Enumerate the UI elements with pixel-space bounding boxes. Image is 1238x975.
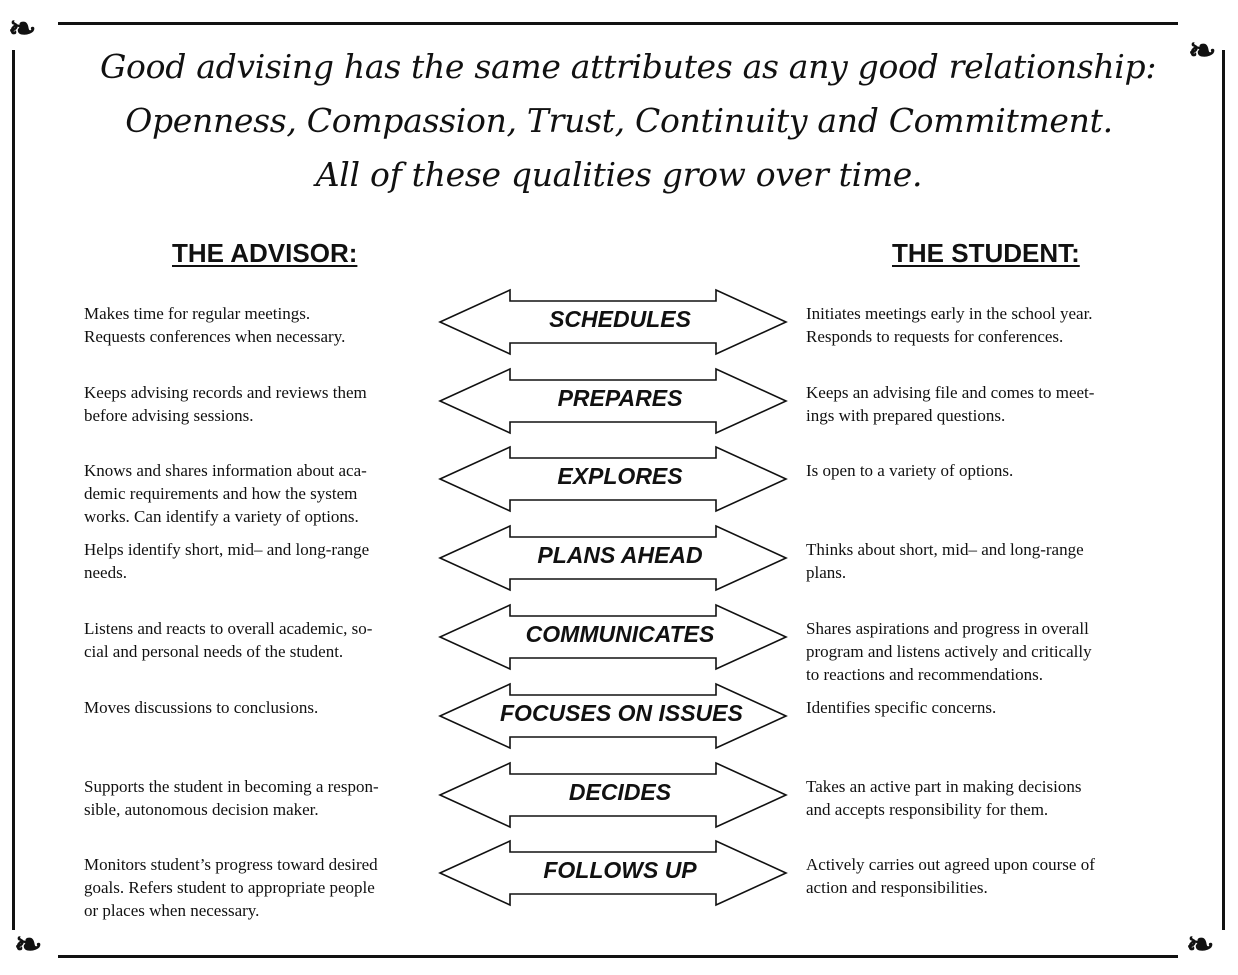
frame-right-border [1222,50,1225,930]
arrow-label: COMMUNICATES [525,621,715,647]
advisor-text: Monitors student’s progress toward desir… [84,855,378,920]
arrow-label: FOLLOWS UP [543,857,697,883]
double-headed-arrow-icon [438,524,788,592]
student-text: Keeps an advising file and comes to meet… [806,383,1095,425]
student-column-heading: THE STUDENT: [892,238,1080,268]
frame-bottom-border [58,955,1178,958]
advisor-text: Helps identify short, mid– and long-rang… [84,540,370,582]
row-decides: Supports the student in becoming a respo… [0,761,1238,841]
advisor-text: Keeps advising records and reviews them … [84,383,367,425]
advisor-text: Supports the student in becoming a respo… [84,777,379,819]
row-prepares: Keeps advising records and reviews them … [0,367,1238,447]
arrow-label: PLANS AHEAD [537,542,703,568]
corner-top-left-flourish-icon: ❧ [8,9,37,49]
headline-line-3: All of these qualities grow over time. [315,155,923,194]
arrow-label: PREPARES [557,385,683,411]
row-plans-ahead: Helps identify short, mid– and long-rang… [0,524,1238,604]
student-text: Initiates meetings early in the school y… [806,304,1093,346]
double-headed-arrow-icon [438,603,788,671]
row-schedules: Makes time for regular meetings. Request… [0,288,1238,368]
headline: Good advising has the same attributes as… [100,40,1157,202]
student-text: Thinks about short, mid– and long-range … [806,540,1084,582]
student-text: Takes an active part in making decisions… [806,777,1082,819]
student-text: Is open to a variety of options. [806,461,1014,480]
student-text: Identifies specific concerns. [806,698,997,717]
double-headed-arrow-icon [438,761,788,829]
double-headed-arrow-icon [438,288,788,356]
student-text: Shares aspirations and progress in overa… [806,619,1092,684]
headline-line-1: Good advising has the same attributes as… [100,47,1157,86]
corner-top-right-flourish-icon: ❧ [1188,31,1217,71]
row-follows-up: Monitors student’s progress toward desir… [0,839,1238,920]
corner-bottom-right-flourish-icon: ❧ [1186,925,1215,965]
headline-line-2: Openness, Compassion, Trust, Continuity … [125,101,1113,140]
double-headed-arrow-icon [438,682,788,750]
double-headed-arrow-icon [438,445,788,513]
row-focuses-on-issues: Moves discussions to conclusions. FOCUSE… [0,682,1238,762]
row-explores: Knows and shares information about aca- … [0,445,1238,526]
arrow-label: SCHEDULES [549,306,691,332]
corner-bottom-left-flourish-icon: ❧ [14,925,43,965]
advisor-text: Listens and reacts to overall academic, … [84,619,373,661]
frame-top-border [58,22,1178,25]
row-communicates: Listens and reacts to overall academic, … [0,603,1238,684]
advisor-text: Moves discussions to conclusions. [84,698,319,717]
advisor-column-heading: THE ADVISOR: [172,238,358,268]
advisor-text: Knows and shares information about aca- … [84,461,367,526]
arrow-label: FOCUSES ON ISSUES [500,700,743,726]
arrow-label: DECIDES [568,779,672,805]
advisor-text: Makes time for regular meetings. Request… [84,304,346,346]
double-headed-arrow-icon [438,367,788,435]
arrow-label: EXPLORES [557,463,683,489]
student-text: Actively carries out agreed upon course … [806,855,1095,897]
double-headed-arrow-icon [438,839,788,907]
frame-left-border [12,50,15,930]
